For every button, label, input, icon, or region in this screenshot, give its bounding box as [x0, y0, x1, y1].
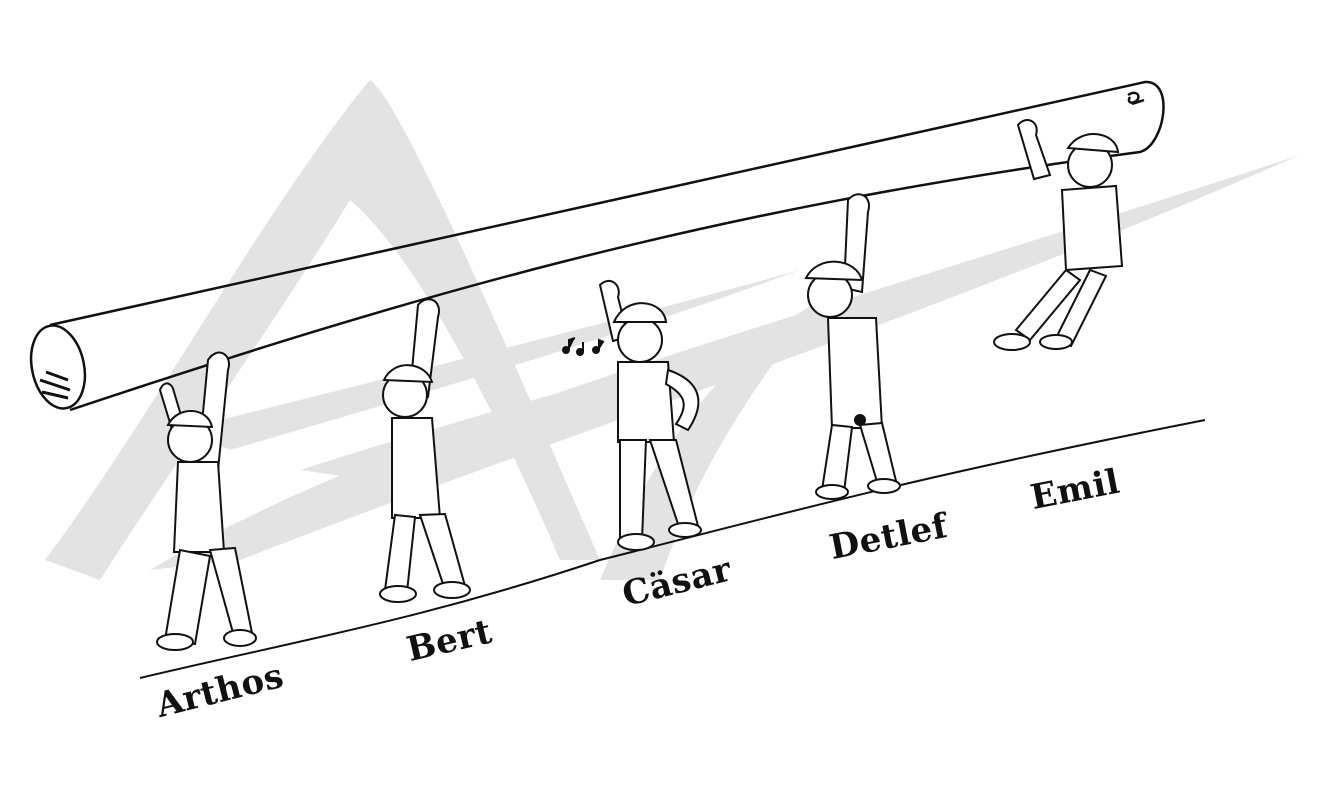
worker-detlef-figure [804, 193, 901, 500]
worker-emil-figure [993, 119, 1124, 351]
ground-line [139, 419, 1206, 679]
music-notes-icon [562, 337, 605, 356]
worker-arthos-figure [156, 351, 257, 651]
watermark-logo [45, 80, 1300, 580]
worker-caesar-figure [598, 279, 702, 551]
pipe [29, 80, 1165, 412]
worker-bert-figure [379, 298, 471, 603]
